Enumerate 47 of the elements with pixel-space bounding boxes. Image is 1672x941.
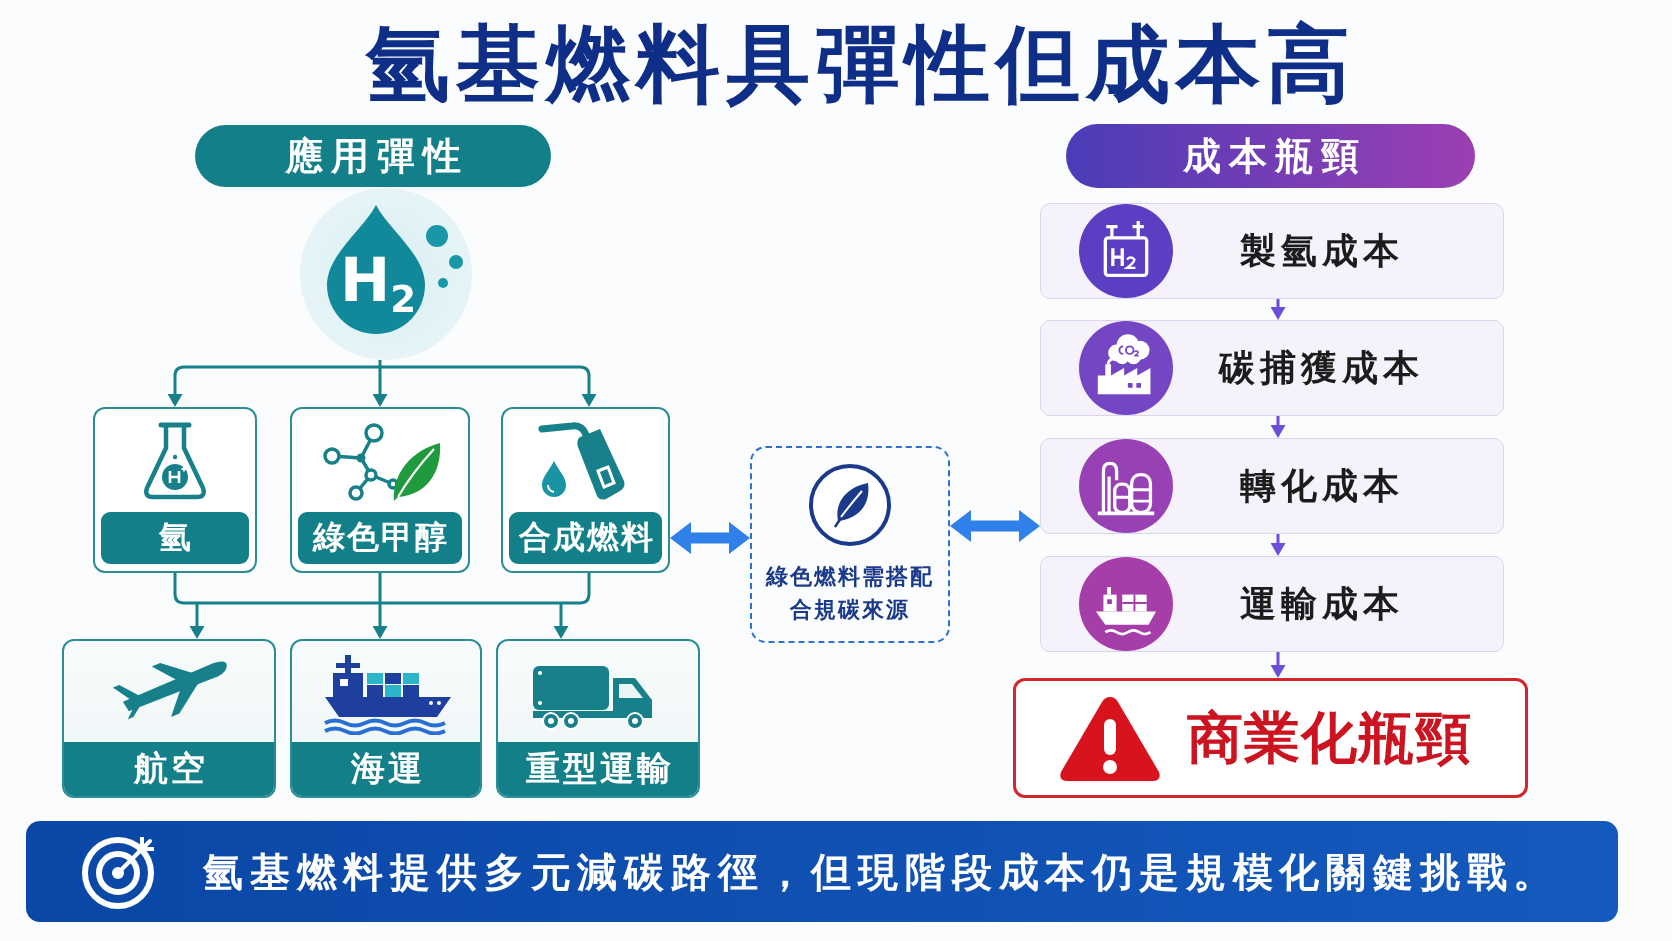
- connector-line: [380, 601, 561, 605]
- arrow: [372, 367, 388, 407]
- arrow: [1270, 299, 1286, 320]
- title: 氫基燃料具彈性但成本高: [364, 22, 1356, 106]
- double-arrow: [950, 510, 1040, 542]
- alert-text: 商業化瓶頸: [1186, 710, 1472, 766]
- hydrogen-drop: H$_{2}$: [300, 188, 472, 360]
- arrow: [380, 365, 597, 407]
- cost-card: [1040, 203, 1504, 299]
- note-text: 綠色燃料需搭配合規碳來源: [764, 563, 935, 624]
- arrow: [372, 603, 388, 639]
- label-band: 重型運輸: [498, 742, 698, 796]
- icon-card: [496, 639, 700, 798]
- icon-card: [290, 407, 470, 573]
- cost-label: 製氫成本: [1238, 232, 1404, 269]
- cost-card: [1040, 320, 1504, 416]
- icon-card: [290, 639, 482, 798]
- label-band: 合成燃料: [509, 512, 662, 564]
- cost-label: 碳捕獲成本: [1217, 349, 1424, 386]
- header-pill: 成本瓶頸: [1066, 124, 1475, 188]
- banner-text: 氫基燃料提供多元減碳路徑，但現階段成本仍是規模化關鍵挑戰。: [203, 851, 1561, 892]
- header-pill: 應用彈性: [195, 125, 551, 187]
- label-band: 航空: [64, 742, 274, 796]
- alert-box: [1013, 678, 1528, 798]
- connector-line: [378, 573, 382, 603]
- arrow: [1270, 652, 1286, 678]
- arrow: [1270, 534, 1286, 556]
- icon-card: [62, 639, 276, 798]
- arrow: [1270, 416, 1286, 438]
- cost-card: [1040, 556, 1504, 652]
- connector-line: [561, 573, 591, 605]
- icon-card: [501, 407, 670, 573]
- connector-line: [173, 573, 197, 605]
- cost-label: 轉化成本: [1238, 467, 1404, 504]
- arrow: [553, 603, 569, 639]
- label-band: 氫: [101, 512, 249, 564]
- arrow: [189, 603, 205, 639]
- double-arrow: [670, 522, 750, 554]
- connector-line: [197, 601, 380, 605]
- cost-label: 運輸成本: [1238, 585, 1404, 622]
- arrow: [167, 365, 380, 407]
- label-band: 綠色甲醇: [298, 512, 462, 564]
- dashed-box: [750, 446, 950, 643]
- cost-card: [1040, 438, 1504, 534]
- icon-card: [93, 407, 257, 573]
- label-band: 海運: [292, 742, 480, 796]
- banner: [26, 821, 1618, 922]
